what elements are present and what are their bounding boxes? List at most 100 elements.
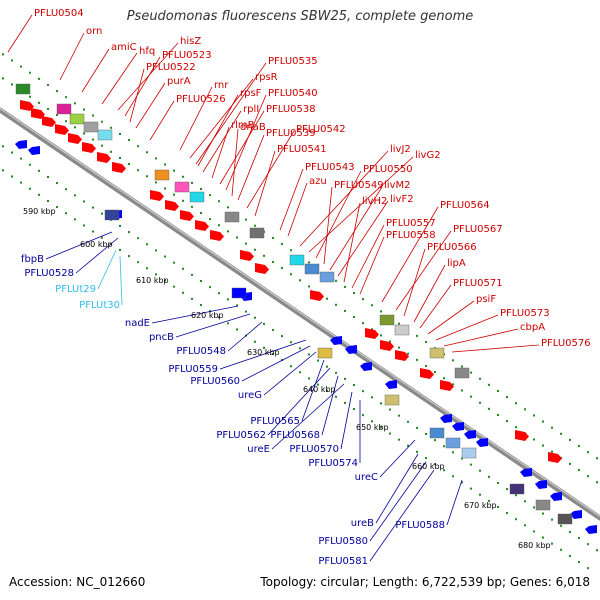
scale-label: 630 kbp bbox=[247, 348, 280, 357]
leader-line bbox=[446, 479, 463, 526]
leader-line bbox=[149, 100, 175, 141]
gene-label-pflu0560: PFLU0560 bbox=[190, 376, 240, 387]
tick-dot bbox=[128, 255, 130, 258]
gene-label-pflu0504: PFLU0504 bbox=[34, 8, 84, 19]
tick-dot bbox=[344, 401, 346, 404]
reverse-gene-arrow bbox=[585, 525, 597, 534]
tick-dot bbox=[110, 126, 112, 129]
gene-label-lipa: lipA bbox=[447, 258, 466, 269]
leader-line bbox=[97, 249, 117, 290]
tick-dot bbox=[506, 396, 508, 399]
tick-dot bbox=[353, 408, 355, 411]
tick-dot-tracks bbox=[2, 53, 598, 570]
gene-block bbox=[394, 324, 410, 336]
tick-dot bbox=[353, 384, 355, 387]
tick-dot bbox=[389, 408, 391, 411]
scale-label: 680 kbp bbox=[518, 541, 551, 550]
tick-dot bbox=[92, 138, 94, 141]
forward-gene-arrow bbox=[20, 100, 34, 111]
tick-dot bbox=[119, 224, 121, 227]
tick-dot bbox=[236, 236, 238, 239]
tick-dot bbox=[101, 120, 103, 123]
reverse-gene-arrow bbox=[440, 414, 452, 423]
tick-dot bbox=[155, 157, 157, 160]
gene-block bbox=[174, 181, 190, 193]
tick-dot bbox=[308, 377, 310, 380]
tick-dot bbox=[29, 163, 31, 166]
tick-dot bbox=[164, 163, 166, 166]
tick-dot bbox=[245, 218, 247, 221]
gene-block bbox=[461, 447, 477, 459]
gene-block bbox=[429, 347, 445, 359]
tick-dot bbox=[11, 151, 13, 154]
tick-dot bbox=[83, 132, 85, 135]
tick-dot bbox=[443, 445, 445, 448]
tick-dot bbox=[335, 279, 337, 282]
tick-dot bbox=[227, 322, 229, 325]
tick-dot bbox=[101, 144, 103, 147]
gene-block bbox=[154, 169, 170, 181]
leader-line bbox=[359, 236, 385, 295]
tick-dot bbox=[587, 475, 589, 478]
tick-dot bbox=[317, 359, 319, 362]
gene-label-pflu0541: PFLU0541 bbox=[277, 144, 327, 155]
tick-dot bbox=[578, 445, 580, 448]
tick-dot bbox=[470, 395, 472, 398]
tick-dot bbox=[92, 230, 94, 233]
leader-line bbox=[351, 224, 385, 289]
tick-dot bbox=[20, 157, 22, 160]
tick-dot bbox=[335, 371, 337, 374]
forward-gene-arrow bbox=[97, 152, 111, 163]
leader-line bbox=[254, 150, 276, 217]
tick-dot bbox=[434, 371, 436, 374]
tick-dot bbox=[2, 169, 4, 172]
tick-dot bbox=[398, 346, 400, 349]
gene-label-dnab: dnaB bbox=[240, 122, 266, 133]
gene-label-pflu0559: PFLU0559 bbox=[168, 364, 218, 375]
gene-label-pncb: pncB bbox=[149, 332, 174, 343]
reverse-gene-arrow bbox=[476, 438, 488, 447]
tick-dot bbox=[191, 205, 193, 208]
tick-dot bbox=[380, 426, 382, 429]
leader-line bbox=[175, 313, 251, 338]
tick-dot bbox=[209, 218, 211, 221]
tick-dot bbox=[200, 188, 202, 190]
reverse-gene-arrow bbox=[535, 480, 547, 489]
gene-label-livf2: livF2 bbox=[390, 194, 414, 205]
tick-dot bbox=[128, 231, 130, 234]
tick-dot bbox=[209, 194, 211, 197]
forward-gene-arrow bbox=[548, 452, 562, 463]
gene-label-orn: orn bbox=[86, 26, 102, 37]
gene-label-psif: psiF bbox=[476, 294, 496, 305]
tick-dot bbox=[245, 310, 247, 313]
tick-dot bbox=[596, 481, 598, 484]
tick-dot bbox=[182, 199, 184, 202]
tick-dot bbox=[308, 353, 310, 356]
scale-label: 610 kbp bbox=[136, 276, 169, 285]
tick-dot bbox=[362, 322, 364, 325]
tick-dot bbox=[524, 408, 526, 411]
tick-dot bbox=[191, 297, 193, 300]
tick-dot bbox=[74, 218, 76, 221]
gene-label-pflu0548: PFLU0548 bbox=[176, 346, 226, 357]
tick-dot bbox=[542, 512, 544, 515]
genome-backbone bbox=[0, 107, 600, 521]
tick-dot bbox=[353, 292, 355, 295]
tick-dot bbox=[488, 407, 490, 410]
tick-dot bbox=[29, 95, 31, 98]
tick-dot bbox=[542, 444, 544, 447]
gene-label-ureg: ureG bbox=[238, 390, 262, 401]
gene-block bbox=[445, 437, 461, 449]
tick-dot bbox=[407, 420, 409, 423]
tick-dot bbox=[272, 328, 274, 331]
reverse-gene-arrow bbox=[345, 345, 357, 354]
tick-dot bbox=[569, 462, 571, 465]
gene-block bbox=[304, 263, 320, 275]
leader-line bbox=[7, 14, 33, 53]
leader-line bbox=[337, 200, 389, 277]
tick-dot bbox=[47, 199, 49, 202]
tick-dot bbox=[38, 193, 40, 196]
gene-label-pflu0570: PFLU0570 bbox=[289, 444, 339, 455]
tick-dot bbox=[488, 475, 490, 478]
leader-line bbox=[308, 156, 414, 253]
